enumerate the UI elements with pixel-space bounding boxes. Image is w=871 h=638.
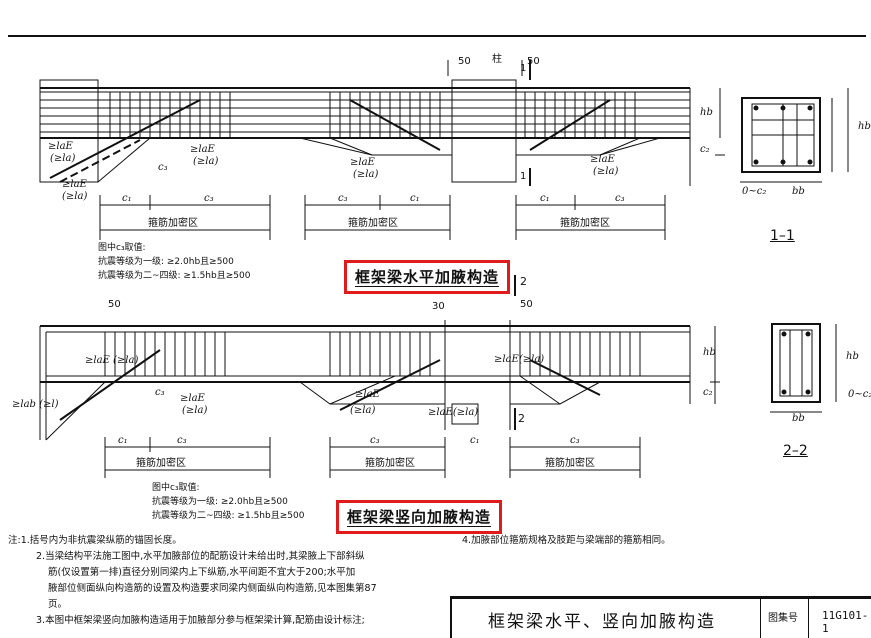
title-block-label: 图集号 [768, 613, 798, 624]
c3-note-top-heading: 图中c₃取值: [98, 243, 146, 253]
note-2b: 筋(仅设置第一排)直径分别同梁内上下纵筋,水平间距不宜大于200;水平加 [48, 567, 356, 578]
dim-c3-a: c₃ [204, 193, 214, 204]
label-la-5: (≥la) [593, 166, 619, 177]
label-hb-sec11: hb [858, 121, 871, 132]
label-laE-v3: ≥laE [180, 393, 205, 404]
label-hb-sec22: hb [846, 351, 859, 362]
label-la-v3: (≥la) [182, 405, 208, 416]
zone-label-v1: 箍筋加密区 [136, 458, 186, 469]
label-0c2-sec11: 0~c₂ [742, 186, 767, 197]
label-laE-la-v5: ≥laE(≥la) [428, 407, 479, 418]
label-laE-la-v2: ≥laE(≥la) [494, 354, 545, 365]
label-laE-la-v1: ≥laE (≥la) [85, 355, 139, 366]
dim-c1-a: c₁ [122, 193, 132, 204]
dim-c1-b: c₁ [410, 193, 420, 204]
zone-label-v3: 箍筋加密区 [545, 458, 595, 469]
title-vertical-haunch: 框架梁竖向加腋构造 [336, 500, 503, 534]
c3-note-bottom-line1: 抗震等级为一级: ≥2.0hb且≥500 [152, 497, 288, 507]
dim-50-v-right: 50 [520, 299, 533, 310]
label-laE-4: ≥laE [350, 157, 375, 168]
section-mark-1-bottom: 1 [520, 171, 527, 182]
dim-30-v: 30 [432, 301, 445, 312]
note-2a: 2.当梁结构平法施工图中,水平加腋部位的配筋设计未给出时,其梁腋上下部斜纵 [36, 551, 365, 562]
dim-c1-v-a: c₁ [118, 435, 128, 446]
section-mark-2-bottom: 2 [518, 412, 525, 425]
title-block: 框架梁水平、竖向加腋构造 图集号 11G101-1 [450, 597, 871, 638]
title-block-title: 框架梁水平、竖向加腋构造 [488, 612, 716, 632]
vertical-haunch-elevation [39, 275, 720, 478]
zone-label-2: 箍筋加密区 [348, 218, 398, 229]
zone-label-3: 箍筋加密区 [560, 218, 610, 229]
note-2d: 页。 [48, 599, 68, 610]
dim-c3-c: c₃ [615, 193, 625, 204]
label-c2-v: c₂ [703, 387, 713, 398]
c3-note-bottom-heading: 图中c₃取值: [152, 483, 200, 493]
zone-label-1: 箍筋加密区 [148, 218, 198, 229]
label-lab-v: ≥lab (≥l) [12, 399, 59, 410]
zone-label-v2: 箍筋加密区 [365, 458, 415, 469]
section-1-1 [740, 88, 849, 183]
notes-left: 注:1.括号内为非抗震梁纵筋的锚固长度。 2.当梁结构平法施工图中,水平加腋部位… [8, 533, 377, 629]
label-la-v4: (≥la) [350, 405, 376, 416]
label-hb-top: hb [700, 107, 713, 118]
label-c3-v-slope: c₃ [155, 387, 165, 398]
label-laE-1: ≥laE [48, 141, 73, 152]
label-la-3: (≥la) [193, 156, 219, 167]
label-c3-slope: c₃ [158, 162, 168, 173]
label-c2-top: c₂ [700, 144, 710, 155]
dim-c3-v-b: c₃ [370, 435, 380, 446]
section-title-1-1: 1–1 [770, 228, 795, 244]
dim-c1-c: c₁ [540, 193, 550, 204]
label-laE-3: ≥laE [190, 144, 215, 155]
section-mark-1-top: 1 [520, 63, 527, 74]
c3-note-bottom-line2: 抗震等级为二~四级: ≥1.5hb且≥500 [152, 511, 305, 521]
dim-50-left: 50 [458, 56, 471, 67]
label-bb-sec11: bb [792, 186, 805, 197]
section-mark-2-top: 2 [520, 275, 527, 288]
section-title-2-2: 2–2 [783, 443, 808, 459]
c3-note-top-line1: 抗震等级为一级: ≥2.0hb且≥500 [98, 257, 234, 267]
note-4: 4.加腋部位箍筋规格及肢距与梁端部的箍筋相同。 [462, 535, 671, 546]
c3-note-top-line2: 抗震等级为二~四级: ≥1.5hb且≥500 [98, 271, 251, 281]
label-0c2-sec22: 0~c₂ [848, 389, 871, 400]
note-2c: 腋部位侧面纵向构造筋的设置及构造要求同梁内侧面纵向构造筋,见本图集第87 [48, 583, 377, 594]
label-laE-5: ≥laE [590, 154, 615, 165]
label-laE-v4: ≥laE [355, 389, 380, 400]
dim-50-v-left: 50 [108, 299, 121, 310]
horizontal-haunch-elevation [39, 60, 725, 240]
label-bb-sec22: bb [792, 413, 805, 424]
label-la-1: (≥la) [50, 153, 76, 164]
column-label: 柱 [492, 54, 502, 65]
label-la-2: (≥la) [62, 191, 88, 202]
section-2-2 [770, 323, 837, 413]
dim-c1-v-b: c₁ [470, 435, 480, 446]
label-laE-2: ≥laE [62, 179, 87, 190]
note-3a: 3.本图中框架梁竖向加腋构造适用于加腋部分参与框架梁计算,配筋由设计标注; [36, 615, 365, 626]
label-hb-v: hb [703, 347, 716, 358]
title-block-number: 11G101-1 [822, 609, 869, 635]
title-horizontal-haunch: 框架梁水平加腋构造 [344, 260, 511, 294]
label-la-4: (≥la) [353, 169, 379, 180]
dim-c3-b: c₃ [338, 193, 348, 204]
note-1: 注:1.括号内为非抗震梁纵筋的锚固长度。 [8, 535, 182, 546]
dim-c3-v-c: c₃ [570, 435, 580, 446]
dim-c3-v-a: c₃ [177, 435, 187, 446]
dim-50-right: 50 [527, 56, 540, 67]
